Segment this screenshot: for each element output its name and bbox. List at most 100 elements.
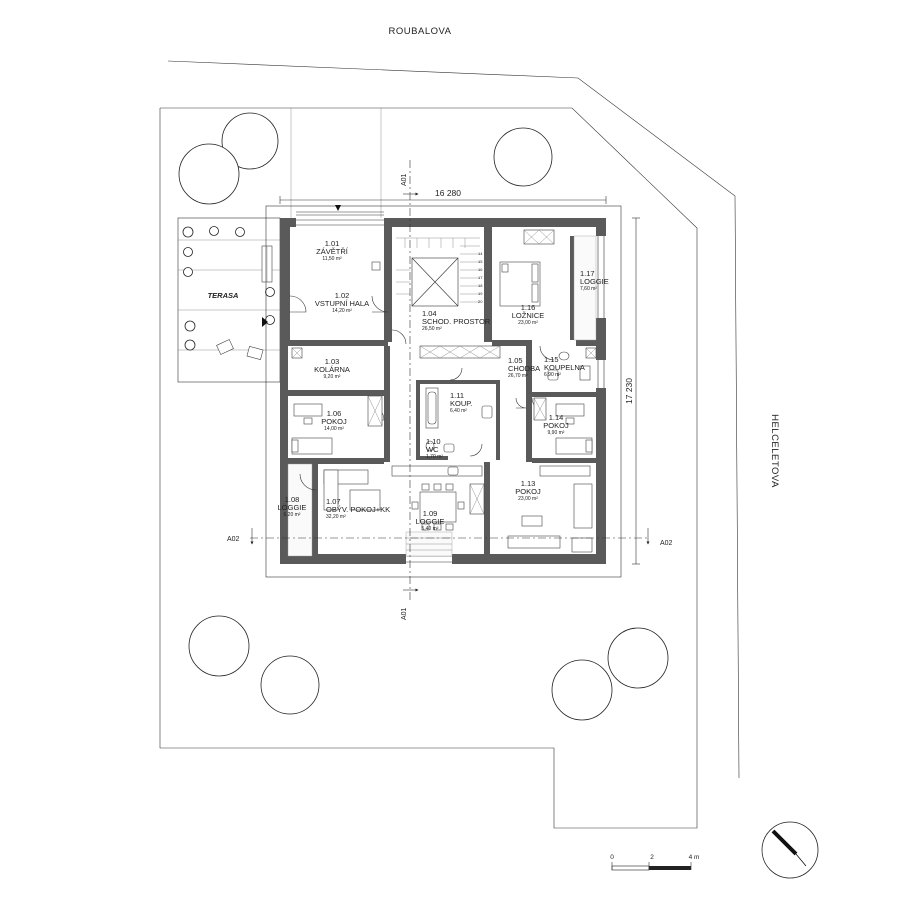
room-area: 6,40 m² <box>450 408 467 414</box>
room-area: 6,90 m² <box>544 372 561 378</box>
room-name: LOGGIE <box>278 503 307 512</box>
street-name-north: ROUBALOVA <box>389 26 452 37</box>
section-label-a02: A02 <box>227 536 240 543</box>
room-name: LOGGIE <box>580 277 609 286</box>
room-id: 1.14 <box>549 413 564 422</box>
staircase: 14 15 16 17 18 19 20 <box>396 237 483 307</box>
room-area: 6,20 m² <box>284 512 301 518</box>
section-label-a02-right: A02 <box>660 540 673 547</box>
single-bed-icon <box>291 437 593 455</box>
room-id: 1.04 <box>422 309 437 318</box>
section-label-a01-bottom: A01 <box>401 607 408 620</box>
plant-pots-icon <box>182 226 275 351</box>
street-name-east: HELCELETOVA <box>769 414 780 488</box>
tree-icon <box>178 112 669 721</box>
sofa-icon <box>507 465 593 553</box>
room-id: 1.11 <box>450 391 464 400</box>
room-area: 7,60 m² <box>580 286 597 292</box>
room-id: 1.17 <box>580 269 595 278</box>
room-name: KOLÁRNA <box>314 365 350 374</box>
loggia-decks <box>287 235 597 557</box>
stair-number: 14 <box>478 251 483 256</box>
room-area: 9,90 m² <box>548 430 565 436</box>
section-lines: A01 A01 A02 A02 <box>227 160 673 620</box>
room-name: CHODBA <box>508 364 540 373</box>
scale-mark: 4 m <box>689 854 700 861</box>
entry-arrow-icon <box>262 205 384 327</box>
room-name: SCHOD. PROSTOR <box>422 317 491 326</box>
room-id: 1.03 <box>325 357 340 366</box>
room-area: 14,00 m² <box>324 426 344 432</box>
room-name: LOŽNICE <box>512 311 545 320</box>
section-label-a01: A01 <box>401 173 408 186</box>
sofa-icon <box>323 469 381 511</box>
room-name: OBÝV. POKOJ+KK <box>326 505 390 514</box>
boiler-icon <box>291 261 597 359</box>
north-arrow-icon <box>761 821 819 879</box>
room-name: POKOJ <box>321 417 347 426</box>
terrace-label: TERASA <box>208 291 239 300</box>
stair-number: 17 <box>478 275 483 280</box>
toilet-icon <box>425 351 591 452</box>
kitchen-counter-icon <box>391 465 483 477</box>
room-area: 1,70 m² <box>426 454 443 460</box>
room-id: 1.05 <box>508 356 523 365</box>
double-bed-icon <box>499 261 541 307</box>
room-area: 26,50 m² <box>422 326 442 332</box>
stair-number: 20 <box>478 299 483 304</box>
washbasin-icon <box>443 369 559 453</box>
scale-mark: 2 <box>650 854 654 861</box>
room-area: 23,00 m² <box>518 496 538 502</box>
room-area: 11,50 m² <box>322 256 342 262</box>
scale-bar: 0 2 4 m <box>610 854 700 871</box>
bench-icon <box>261 245 273 283</box>
room-id: 1.07 <box>326 497 341 506</box>
terrace: TERASA <box>177 217 281 383</box>
room-area: 5,40 m² <box>422 526 439 532</box>
desk-icon <box>293 403 585 425</box>
interior-walls <box>288 218 606 558</box>
room-name: KOUP. <box>450 399 472 408</box>
room-area: 32,20 m² <box>326 514 346 520</box>
room-id: 1.02 <box>335 291 350 300</box>
stair-numbers: 14 15 16 17 18 19 20 <box>478 251 483 304</box>
room-id: 1.13 <box>521 479 536 488</box>
room-id: 1.08 <box>285 495 300 504</box>
building: 14 15 16 17 18 19 20 <box>262 205 622 578</box>
room-name: ZÁVĚTŘÍ <box>316 247 349 256</box>
room-id: 1.06 <box>327 409 342 418</box>
room-id: 1.09 <box>423 509 438 518</box>
stair-number: 19 <box>478 291 483 296</box>
stair-number: 15 <box>478 259 483 264</box>
scale-mark: 0 <box>610 854 614 861</box>
room-id: 1.16 <box>521 303 536 312</box>
dining-table-icon <box>411 483 465 531</box>
room-name: POKOJ <box>543 421 569 430</box>
room-area: 23,00 m² <box>518 320 538 326</box>
room-name: POKOJ <box>515 487 541 496</box>
room-id: 1.10 <box>426 437 441 446</box>
room-name: VSTUPNÍ HALA <box>315 299 369 308</box>
site-boundary <box>159 60 740 829</box>
depth-dimension: 17 230 <box>624 378 634 404</box>
room-area: 14,20 m² <box>332 308 352 314</box>
room-name: LOGGIE <box>416 517 445 526</box>
dimension-lines: 16 280 17 230 <box>279 188 640 565</box>
